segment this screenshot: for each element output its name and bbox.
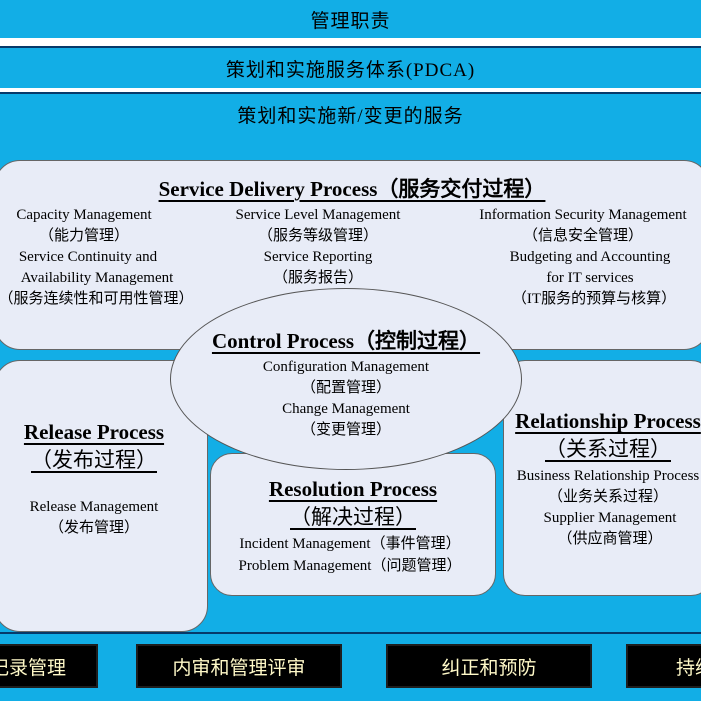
- relationship-title: Relationship Process: [515, 409, 701, 433]
- business-relationship-cn: （业务关系过程）: [547, 489, 669, 505]
- records-management-box: 记录管理: [0, 644, 98, 688]
- corrective-preventive-label: 纠正和预防: [441, 657, 537, 679]
- information-security-management: Information Security Management: [479, 207, 687, 223]
- supplier-management: Supplier Management: [543, 510, 677, 526]
- relationship-title-cn: （关系过程）: [545, 437, 671, 461]
- configuration-management: Configuration Management: [262, 359, 430, 375]
- records-management-label: 记录管理: [0, 657, 66, 679]
- internal-audit-box: 内审和管理评审: [136, 644, 342, 688]
- management-duties-band: 管理职责: [0, 0, 701, 38]
- release-title-cn: （发布过程）: [31, 448, 157, 472]
- budgeting-line1: Budgeting and Accounting: [509, 249, 671, 265]
- problem-management: Problem Management（问题管理）: [238, 558, 462, 574]
- change-management-cn: （变更管理）: [300, 422, 392, 438]
- continual-improvement-box: 持续: [626, 644, 701, 688]
- new-services-band: 策划和实施新/变更的服务: [0, 92, 701, 134]
- configuration-management-cn: （配置管理）: [300, 380, 392, 396]
- relationship-panel: [503, 360, 701, 596]
- budgeting-line2: for IT services: [546, 270, 634, 286]
- release-management: Release Management: [29, 499, 159, 515]
- service-delivery-title: Service Delivery Process（服务交付过程）: [158, 177, 546, 201]
- release-panel: [0, 360, 208, 632]
- control-title: Control Process（控制过程）: [211, 329, 481, 353]
- continual-improvement-label: 持续: [676, 657, 701, 679]
- pdca-label: 策划和实施服务体系(PDCA): [225, 59, 476, 81]
- internal-audit-label: 内审和管理评审: [172, 657, 306, 679]
- service-reporting-cn: （服务报告）: [272, 270, 364, 286]
- pdca-band: 策划和实施服务体系(PDCA): [0, 46, 701, 88]
- information-security-management-cn: （信息安全管理）: [522, 228, 644, 244]
- management-duties-label: 管理职责: [310, 10, 391, 32]
- change-management: Change Management: [282, 401, 410, 417]
- service-level-management: Service Level Management: [235, 207, 401, 223]
- supplier-management-cn: （供应商管理）: [557, 531, 663, 547]
- service-continuity-line2: Availability Management: [20, 270, 174, 286]
- resolution-title-cn: （解决过程）: [290, 505, 416, 529]
- new-services-label: 策划和实施新/变更的服务: [237, 105, 464, 127]
- incident-management: Incident Management（事件管理）: [239, 536, 461, 552]
- business-relationship: Business Relationship Process: [516, 468, 700, 484]
- capacity-management: Capacity Management: [16, 207, 152, 223]
- service-continuity-line1: Service Continuity and: [18, 249, 158, 265]
- release-management-cn: （发布管理）: [48, 520, 140, 536]
- release-title: Release Process: [23, 420, 165, 444]
- service-continuity-cn: （服务连续性和可用性管理）: [0, 291, 194, 307]
- corrective-preventive-box: 纠正和预防: [386, 644, 592, 688]
- capacity-management-cn: （能力管理）: [38, 228, 130, 244]
- control-process-ellipse: [170, 288, 522, 470]
- resolution-title: Resolution Process: [268, 477, 438, 501]
- footer-band: [0, 632, 701, 701]
- budgeting-cn: （IT服务的预算与核算）: [511, 291, 677, 307]
- service-level-management-cn: （服务等级管理）: [257, 228, 379, 244]
- resolution-panel: [210, 453, 496, 596]
- relationship-content: Relationship Process （关系过程） Business Rel…: [503, 360, 701, 596]
- service-reporting: Service Reporting: [263, 249, 373, 265]
